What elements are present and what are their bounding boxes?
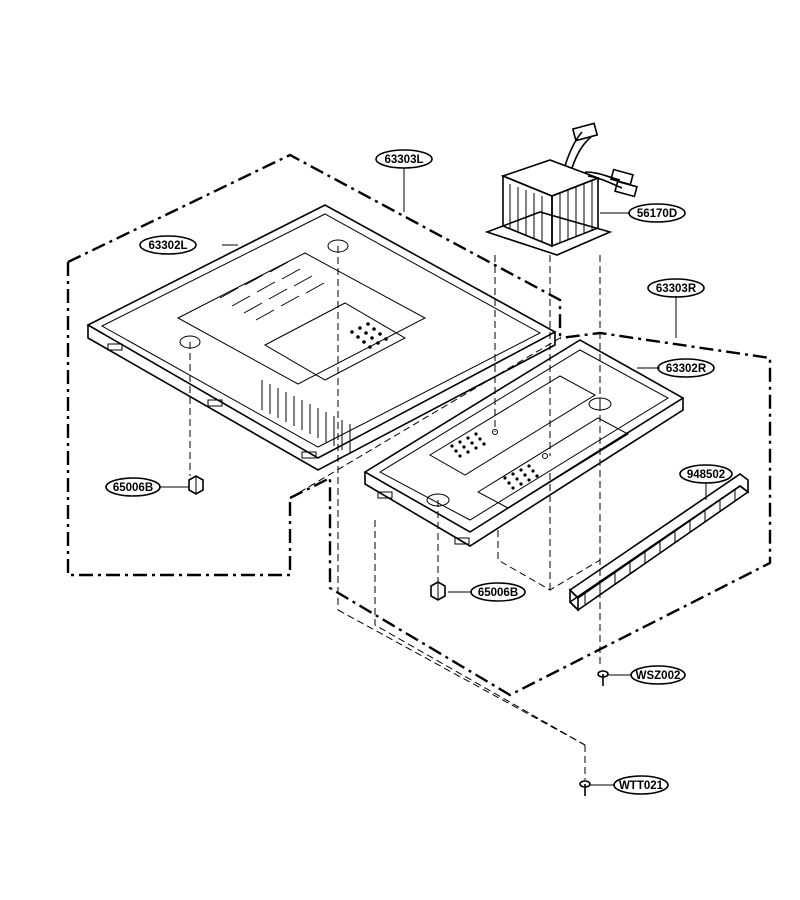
label-text: 65006B xyxy=(478,587,518,599)
label-text: 65006B xyxy=(113,482,153,494)
nut-right xyxy=(430,581,446,601)
label-56170D: 56170D xyxy=(628,203,686,223)
leader-lines xyxy=(159,168,707,786)
label-63302L: 63302L xyxy=(139,235,197,255)
transformer xyxy=(484,122,638,256)
label-65006B-right: 65006B xyxy=(470,582,526,602)
spring-strip xyxy=(568,473,750,612)
right-tray xyxy=(363,339,685,547)
screw-wtt021 xyxy=(579,780,591,796)
label-text: 63303R xyxy=(656,283,697,295)
label-WTT021: WTT021 xyxy=(613,775,669,795)
label-text: 63302R xyxy=(666,363,707,375)
left-assembly-outline xyxy=(66,153,562,577)
label-948502: 948502 xyxy=(679,464,733,484)
alignment-lines xyxy=(189,246,601,780)
right-assembly-outline xyxy=(289,331,772,697)
label-63303R: 63303R xyxy=(647,278,705,298)
label-text: 56170D xyxy=(637,208,677,220)
label-text: 63303L xyxy=(384,154,423,166)
label-65006B-left: 65006B xyxy=(105,477,161,497)
label-63302R: 63302R xyxy=(657,358,715,378)
label-63303L: 63303L xyxy=(375,149,433,169)
label-WSZ002: WSZ002 xyxy=(630,665,686,685)
screw-wsz002 xyxy=(597,670,609,686)
nut-left xyxy=(188,475,204,495)
label-text: WSZ002 xyxy=(636,670,681,682)
label-text: 948502 xyxy=(687,469,725,481)
label-text: 63302L xyxy=(148,240,187,252)
label-text: WTT021 xyxy=(619,780,664,792)
